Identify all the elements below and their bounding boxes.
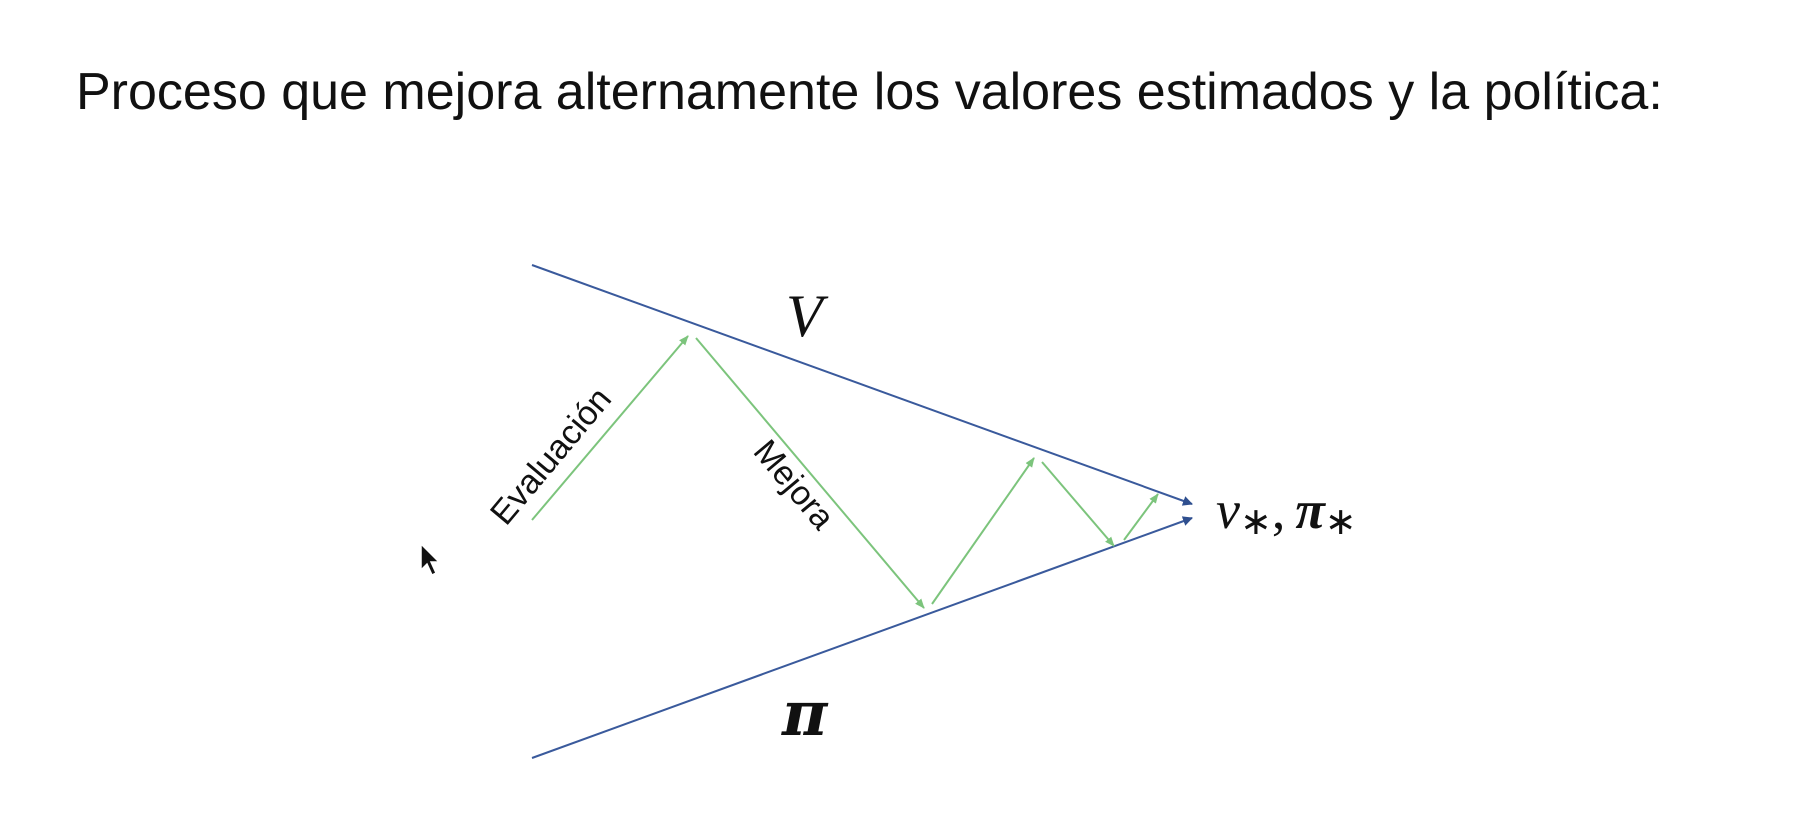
- evaluation-label: Evaluación: [483, 380, 619, 532]
- optimum-sub-pi: ∗: [1325, 501, 1357, 543]
- evaluation-arrow-2: [931, 457, 1035, 605]
- improvement-label: Mejora: [746, 433, 842, 537]
- value-function-label: V: [786, 283, 829, 349]
- optimum-separator: ,: [1272, 480, 1286, 540]
- evaluation-arrow-3: [1123, 493, 1159, 541]
- policy-label: π: [781, 677, 829, 750]
- value-function-line: [531, 264, 1193, 506]
- optimum-label: v∗,π∗: [1216, 480, 1357, 543]
- evaluation-arrow-1: [531, 335, 689, 521]
- improvement-arrow-1: [695, 337, 925, 609]
- policy-line: [531, 516, 1193, 759]
- optimum-sub-v: ∗: [1240, 501, 1272, 543]
- improvement-arrow-2: [1041, 461, 1115, 547]
- slide-title: Proceso que mejora alternamente los valo…: [76, 63, 1663, 121]
- optimum-v: v: [1216, 480, 1240, 540]
- iteration-arrows: [531, 335, 1159, 609]
- optimum-pi: π: [1295, 480, 1326, 540]
- mouse-cursor-icon: [420, 542, 441, 577]
